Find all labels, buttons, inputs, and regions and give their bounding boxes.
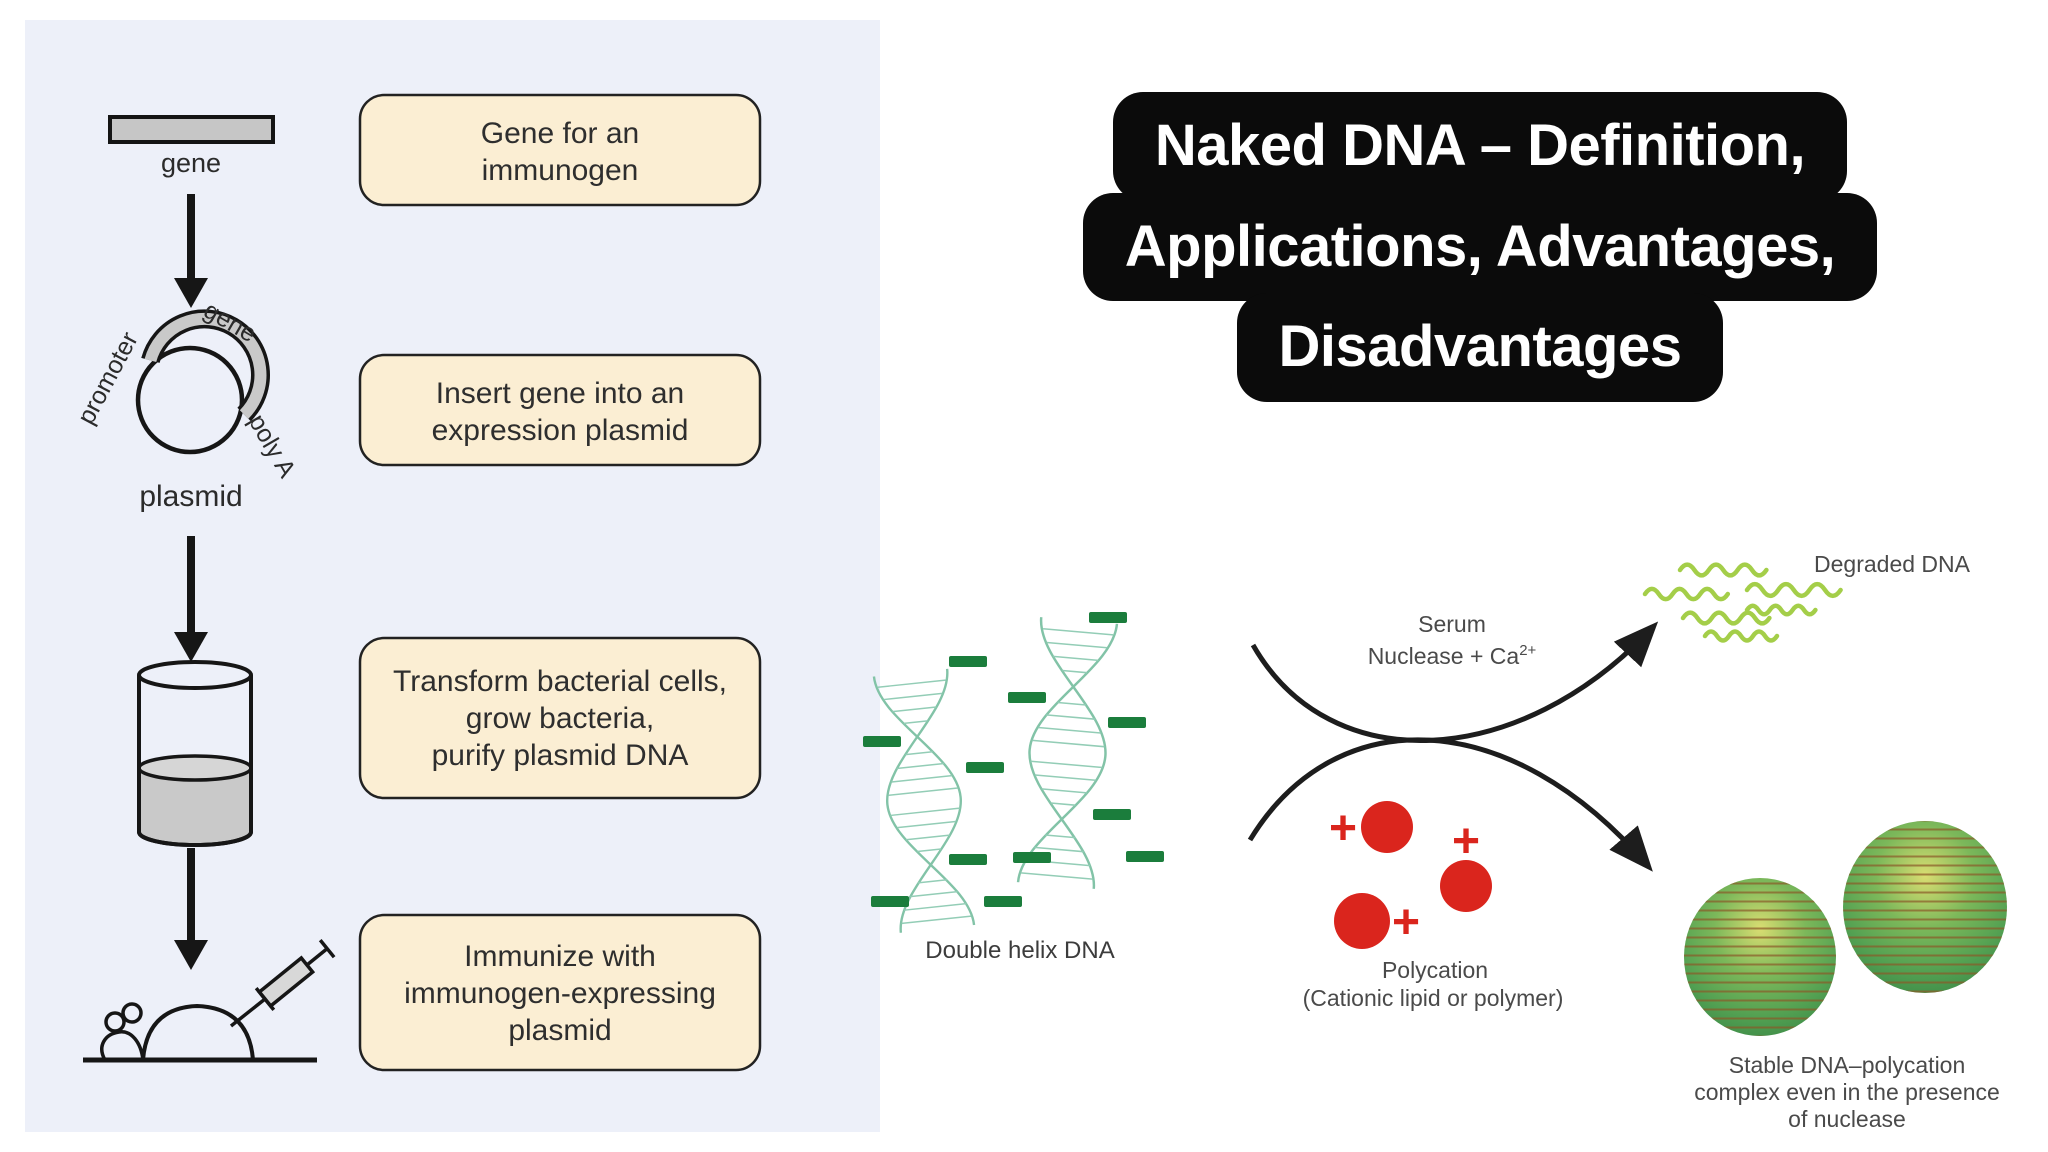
- box1-line2: immunogen: [482, 154, 639, 187]
- box1-rect: [358, 93, 762, 207]
- double-helix-label: Double helix DNA: [925, 937, 1114, 964]
- box3-line1: Transform bacterial cells,: [393, 665, 727, 698]
- polycation-line2: (Cationic lipid or polymer): [1303, 985, 1564, 1011]
- page-title: Naked DNA – Definition, Applications, Ad…: [1005, 92, 1955, 402]
- flowchart-box-immunize: Immunize with immunogen-expressing plasm…: [358, 913, 762, 1072]
- polycation-particle: [1334, 893, 1390, 949]
- box2-line1: Insert gene into an: [436, 377, 685, 410]
- title-text-1: Naked DNA – Definition,: [1112, 92, 1848, 201]
- stable-line3: of nuclease: [1788, 1106, 1906, 1132]
- plasmid-circle: [135, 345, 245, 455]
- flowchart-box-insert: Insert gene into an expression plasmid: [358, 353, 762, 467]
- serum-line2: Nuclease + Ca2+: [1368, 642, 1537, 669]
- serum-line1: Serum: [1418, 611, 1486, 637]
- serum-superscript: 2+: [1519, 642, 1536, 659]
- plasmid-gene-arc: [144, 312, 267, 419]
- title-line-2: Applications, Advantages,: [1005, 192, 1955, 302]
- degraded-dna-label: Degraded DNA: [1814, 551, 1971, 577]
- plus-icon: +: [1392, 896, 1420, 949]
- box3-rect: [358, 636, 762, 800]
- title-line-1: Naked DNA – Definition,: [1005, 92, 1955, 201]
- mouse-ear-icon: [121, 1002, 143, 1024]
- serum-line2-main: Nuclease + Ca: [1368, 643, 1520, 669]
- polycation-icons: + + +: [1329, 801, 1492, 949]
- mouse-body: [141, 1003, 255, 1061]
- flowchart-box-gene: Gene for an immunogen: [358, 93, 762, 207]
- title-line-3: Disadvantages: [1005, 293, 1955, 402]
- box4-line2: immunogen-expressing: [404, 977, 716, 1010]
- mouse-ear-icon: [104, 1011, 126, 1033]
- box1-line1: Gene for an: [481, 117, 639, 150]
- dna-negative-charge-dashes: [863, 612, 1164, 907]
- polycation-particle: [1361, 801, 1413, 853]
- polycation-particle: [1440, 860, 1492, 912]
- flowchart-box-transform: Transform bacterial cells, grow bacteria…: [358, 636, 762, 800]
- flow-arrow-1: [174, 194, 208, 308]
- gene-bar: [108, 115, 275, 144]
- polycation-diagram-svg: Double helix DNA Serum Nuclease + Ca2+ D…: [863, 551, 2007, 1132]
- complexation-arrow: [1247, 737, 1653, 872]
- box3-line3: purify plasmid DNA: [432, 739, 689, 772]
- title-text-2: Applications, Advantages,: [1082, 192, 1878, 302]
- box2-line2: expression plasmid: [432, 414, 689, 447]
- plasmid-name-label: plasmid: [139, 480, 242, 513]
- dna-vaccine-flowchart-panel: Gene for an immunogen Insert gene into a…: [25, 20, 880, 1132]
- dna-polycation-complex-icon: [1684, 821, 2007, 1036]
- gene-bar-label: gene: [161, 148, 221, 178]
- flow-arrow-3: [174, 848, 208, 970]
- mouse-head: [100, 1030, 145, 1062]
- stable-line1: Stable DNA–polycation: [1729, 1052, 1966, 1078]
- title-text-3: Disadvantages: [1236, 293, 1724, 402]
- stable-complex-label: Stable DNA–polycation complex even in th…: [1694, 1052, 2000, 1132]
- beaker-icon: [137, 660, 253, 847]
- syringe-icon: [229, 939, 336, 1028]
- plasmid-promoter-label: promoter: [72, 328, 144, 429]
- polycation-line1: Polycation: [1382, 957, 1488, 983]
- polycation-label: Polycation (Cationic lipid or polymer): [1303, 957, 1564, 1011]
- box2-rect: [358, 353, 762, 467]
- plus-icon: +: [1452, 815, 1480, 868]
- plasmid-polya-label: poly A: [243, 410, 301, 483]
- box4-rect: [358, 913, 762, 1072]
- plus-icon: +: [1329, 802, 1357, 855]
- box3-line2: grow bacteria,: [466, 702, 654, 735]
- gene-bar-icon: gene: [108, 115, 275, 178]
- plasmid-icon: gene promoter poly A plasmid: [72, 296, 301, 513]
- mouse-injection-icon: [83, 939, 336, 1063]
- degraded-dna-icon: [1645, 565, 1841, 641]
- flowchart-svg: Gene for an immunogen Insert gene into a…: [72, 93, 762, 1072]
- box4-line1: Immunize with: [464, 940, 656, 973]
- serum-nuclease-label: Serum Nuclease + Ca2+: [1368, 611, 1537, 669]
- stable-line2: complex even in the presence: [1694, 1079, 2000, 1105]
- double-helix-icon: [872, 615, 1119, 934]
- flow-arrow-2: [174, 536, 208, 662]
- box4-line3: plasmid: [508, 1014, 611, 1047]
